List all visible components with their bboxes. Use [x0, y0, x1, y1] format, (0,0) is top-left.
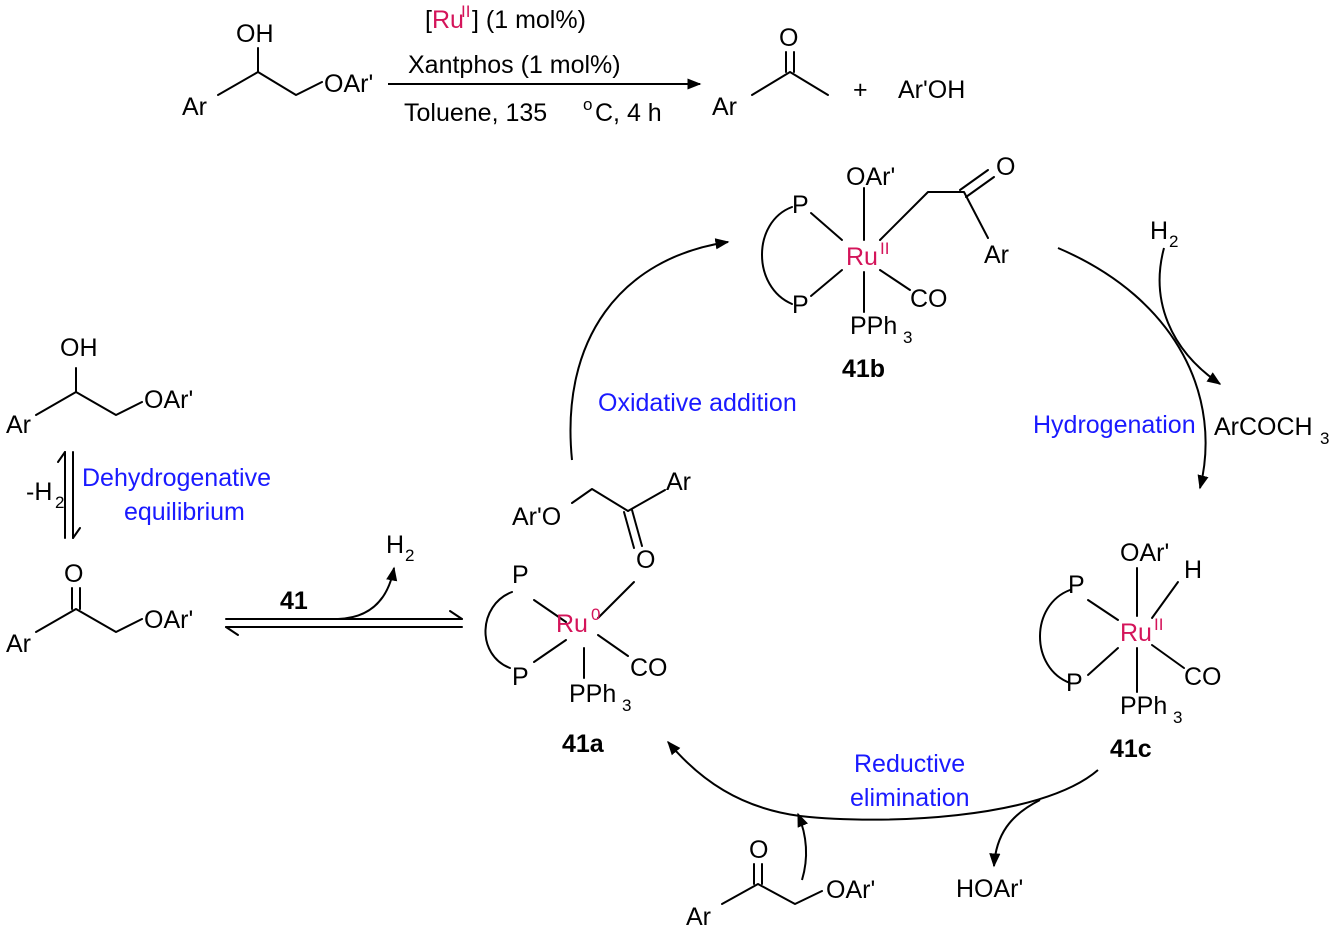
conditions: [ Ru II ] (1 mol%) Xantphos (1 mol%) Tol…: [388, 2, 702, 127]
41c-co-label: CO: [1184, 663, 1222, 691]
hydrogenation-arrow: [1057, 247, 1209, 490]
product-aryl-label: Ar: [712, 93, 737, 121]
acetophenone-subscript: 3: [1320, 429, 1329, 448]
ketone-oar-label: OAr': [144, 606, 193, 634]
41b-pph-label: PPh: [850, 312, 897, 340]
41a-ru-oxidation: 0: [591, 605, 600, 624]
hoar-label: HOAr': [956, 875, 1023, 903]
ketone-in-arrow: [797, 812, 809, 881]
top-reaction: OH Ar OAr' [ Ru II ] (1 mol%) Xantphos (…: [182, 2, 965, 127]
bottom-ketone-ar-label: Ar: [686, 903, 711, 931]
substrate-top: OH Ar OAr': [182, 20, 373, 121]
hydroxyl-label: OH: [236, 20, 274, 48]
ketone-o-label: O: [64, 560, 83, 588]
41c-pph-subscript: 3: [1173, 708, 1182, 727]
left-equilibrium: OH Ar OAr' -H 2 Dehydrogenative equilibr…: [6, 334, 463, 658]
alcohol-oar-label: OAr': [144, 386, 193, 414]
acetophenone-label: ArCOCH: [1214, 413, 1313, 441]
41a-aro-label: Ar'O: [512, 503, 561, 531]
41a-label: 41a: [562, 730, 605, 758]
ketone-aryl-label: Ar: [6, 630, 31, 658]
hoar-out-arrow: [989, 799, 1041, 868]
41b-p-top: P: [792, 191, 809, 219]
product-ketone-top: O Ar + Ar'OH: [712, 24, 965, 121]
41b-p-bottom: P: [792, 291, 809, 319]
41b-o-label: O: [996, 153, 1015, 181]
hydrogenation-label: Hydrogenation: [1033, 411, 1196, 439]
reductive-elimination-arrow: [667, 740, 1099, 821]
41a-co-label: CO: [630, 654, 668, 682]
41b-label: 41b: [842, 355, 885, 383]
catalyst-41-label: 41: [280, 587, 308, 615]
ligand-label: Xantphos (1 mol%): [408, 51, 621, 79]
ketone-bottom: O Ar OAr': [686, 836, 875, 931]
equilibrium-arrows-vertical: -H 2 Dehydrogenative equilibrium: [26, 451, 271, 539]
aryloxy-label: OAr': [324, 70, 373, 98]
41c-p-bottom: P: [1066, 669, 1083, 697]
oxidative-addition-label: Oxidative addition: [598, 389, 797, 417]
solvent-label: Toluene, 135: [404, 99, 547, 127]
elimination-label: elimination: [850, 784, 970, 812]
41c-label: 41c: [1110, 735, 1152, 763]
catalyst-bracket-open: [: [425, 6, 432, 34]
minus-h2-subscript: 2: [55, 493, 64, 512]
complex-41a: P P Ru 0 CO PPh 3 O Ar Ar'O 41a: [484, 468, 691, 758]
41a-ru-label: Ru: [556, 610, 588, 638]
dehydrogenative-label: Dehydrogenative: [82, 464, 271, 492]
bottom-ketone-oar-label: OAr': [826, 876, 875, 904]
catalyst-ru: Ru: [432, 6, 464, 34]
41c-ru-label: Ru: [1120, 619, 1152, 647]
41a-o-label: O: [636, 546, 655, 574]
41a-ar-label: Ar: [666, 468, 691, 496]
complex-41c: P P Ru II OAr' H CO PPh 3 41c: [1039, 539, 1222, 763]
temperature-time: C, 4 h: [595, 99, 662, 127]
41b-pph-subscript: 3: [903, 328, 912, 347]
41b-ru-oxidation: II: [880, 239, 889, 258]
41c-hydride-label: H: [1184, 556, 1202, 584]
h2-in-arrow: [1158, 247, 1222, 385]
41a-pph-label: PPh: [569, 680, 616, 708]
h2-released-subscript: 2: [405, 546, 414, 565]
complex-41b: P P Ru II OAr' CO PPh 3 O Ar 41b: [761, 153, 1015, 383]
41b-co-label: CO: [910, 285, 948, 313]
h2-released-label: H: [386, 531, 404, 559]
carbonyl-o-label: O: [779, 24, 798, 52]
41a-p-top: P: [512, 561, 529, 589]
41a-p-bottom: P: [512, 663, 529, 691]
41a-pph-subscript: 3: [622, 696, 631, 715]
catalyst-oxidation-state: II: [461, 2, 470, 21]
41c-ru-oxidation: II: [1154, 615, 1163, 634]
equilibrium-label: equilibrium: [124, 498, 245, 526]
reductive-label: Reductive: [854, 750, 965, 778]
41c-pph-label: PPh: [1120, 692, 1167, 720]
minus-h2-label: -H: [26, 478, 52, 506]
plus-sign: +: [853, 76, 868, 104]
41b-oar-label: OAr': [846, 163, 895, 191]
41c-p-top: P: [1068, 571, 1085, 599]
41b-ar-label: Ar: [984, 241, 1009, 269]
bottom-ketone-o-label: O: [749, 836, 768, 864]
41c-oar-label: OAr': [1120, 539, 1169, 567]
cycle-arrows: Oxidative addition H 2 ArCOCH 3 Hydrogen…: [569, 217, 1329, 903]
h2-in-subscript: 2: [1169, 232, 1178, 251]
h2-in-label: H: [1150, 217, 1168, 245]
horizontal-equilibrium: 41 H 2: [225, 531, 463, 636]
41b-ru-label: Ru: [846, 243, 878, 271]
degree-symbol: o: [583, 95, 592, 114]
alcohol-oh-label: OH: [60, 334, 98, 362]
alcohol-aryl-label: Ar: [6, 411, 31, 439]
ketone-left: O Ar OAr': [6, 560, 193, 658]
catalyst-loading: ] (1 mol%): [472, 6, 586, 34]
phenol-label: Ar'OH: [898, 76, 965, 104]
aryl-label: Ar: [182, 93, 207, 121]
oxidative-addition-arrow: [569, 238, 730, 461]
alcohol-left: OH Ar OAr': [6, 334, 193, 439]
